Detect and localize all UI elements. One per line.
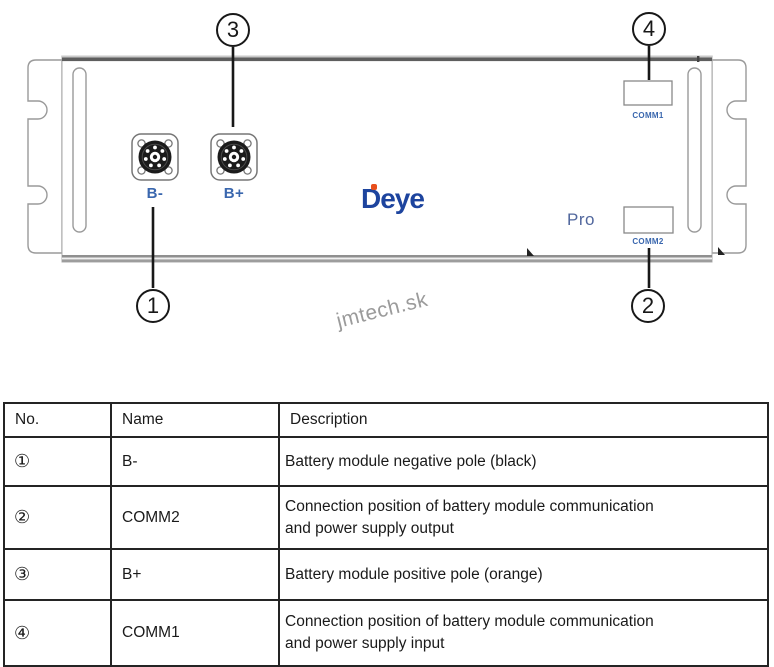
row-description: Battery module positive pole (orange) [278, 548, 769, 601]
table-row: ③ B+ Battery module positive pole (orang… [3, 548, 769, 601]
header-description: Description [278, 402, 769, 438]
comm1-port [623, 80, 673, 106]
spec-table: No. Name Description ① B- Battery module… [3, 402, 769, 667]
header-no: No. [3, 402, 112, 438]
row-no: ② [3, 485, 112, 550]
row-no: ③ [3, 548, 112, 601]
row-description-text: Battery module positive pole (orange) [285, 565, 543, 583]
callout-4: 4 [632, 12, 666, 46]
battery-panel-diagram: 3 4 1 2 B- B+ COMM1 COMM2 Pro Deye jmtec… [27, 12, 747, 333]
panel-line-art [27, 46, 747, 288]
callout-1: 1 [136, 289, 170, 323]
row-no: ① [3, 436, 112, 487]
row-name: COMM1 [110, 599, 280, 667]
port-label-comm1: COMM1 [632, 111, 664, 120]
terminal-label-b-negative: B- [146, 185, 164, 202]
header-name: Name [110, 402, 280, 438]
deye-logo: Deye [361, 183, 425, 215]
row-description-text: Connection position of battery module co… [285, 613, 654, 652]
row-name: B- [110, 436, 280, 487]
row-name: COMM2 [110, 485, 280, 550]
table-row: ② COMM2 Connection position of battery m… [3, 485, 769, 550]
comm2-port [623, 206, 674, 234]
row-name: B+ [110, 548, 280, 601]
terminal-b-positive [210, 133, 258, 181]
right-slot [687, 67, 702, 233]
pro-label: Pro [567, 210, 595, 229]
table-row: ① B- Battery module negative pole (black… [3, 436, 769, 487]
table-row: ④ COMM1 Connection position of battery m… [3, 599, 769, 667]
left-slot [72, 67, 87, 233]
terminal-label-b-positive: B+ [223, 185, 245, 202]
row-description-text: Connection position of battery module co… [285, 497, 654, 537]
left-ear [27, 59, 63, 254]
deye-logo-dot [371, 184, 377, 190]
right-ear [711, 59, 747, 254]
row-description-text: Battery module negative pole (black) [285, 452, 537, 470]
callout-3: 3 [216, 13, 250, 47]
row-description: Connection position of battery module co… [278, 599, 769, 667]
callout-2: 2 [631, 289, 665, 323]
table-header-row: No. Name Description [3, 402, 769, 438]
row-description: Battery module negative pole (black) [278, 436, 769, 487]
port-label-comm2: COMM2 [632, 237, 664, 246]
row-description: Connection position of battery module co… [278, 485, 769, 550]
row-no: ④ [3, 599, 112, 667]
terminal-b-negative [131, 133, 179, 181]
